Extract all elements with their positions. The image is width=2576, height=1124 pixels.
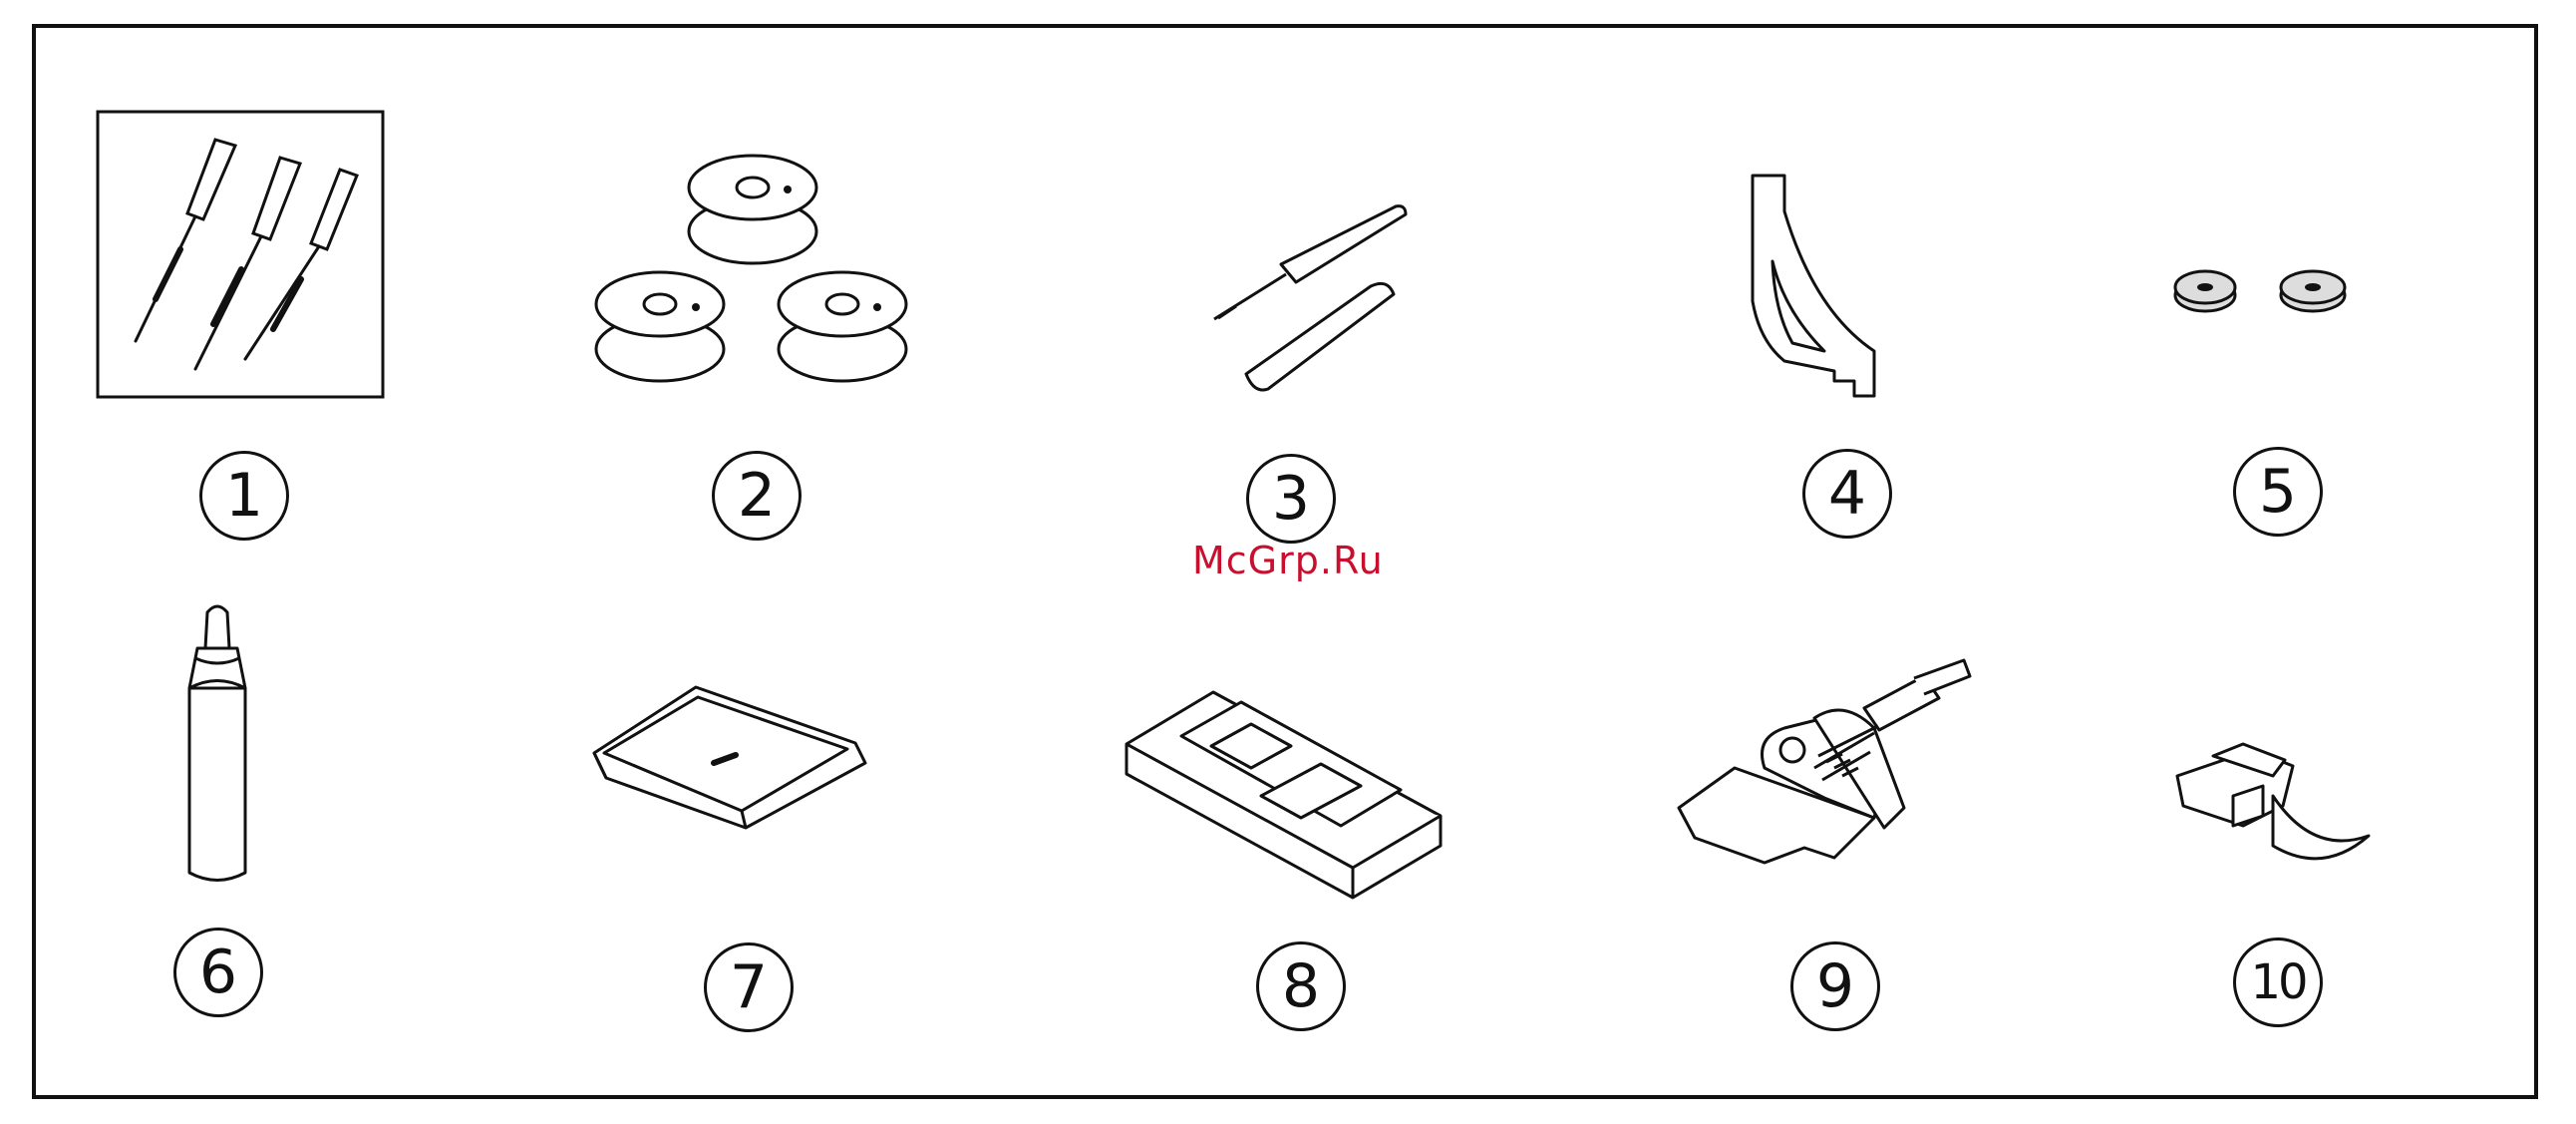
needles-item (96, 110, 385, 399)
buttonhole-foot-item (1122, 686, 1450, 906)
seam-ripper-icon (1196, 194, 1426, 394)
item-number-1: 1 (199, 451, 289, 541)
spool-felts-icon (2173, 261, 2353, 321)
walking-foot-item (1675, 658, 1974, 898)
item-number-7: 7 (704, 942, 794, 1032)
buttonhole-foot-icon (1122, 686, 1450, 906)
item-number-3: 3 (1246, 454, 1336, 544)
item-number-9: 9 (1790, 941, 1880, 1031)
buttonhole-plate-item (586, 683, 875, 833)
item-number-4: 4 (1802, 449, 1892, 539)
item-number-8: 8 (1256, 941, 1346, 1031)
item-number-2: 2 (712, 451, 802, 541)
walking-foot-icon (1675, 658, 1974, 898)
seam-ripper-item (1196, 194, 1426, 394)
item-number-10: 10 (2233, 937, 2323, 1027)
bobbins-icon (598, 150, 907, 399)
zipper-foot-item (2173, 736, 2373, 876)
oil-bottle-item (177, 598, 257, 888)
zipper-foot-icon (2173, 736, 2373, 876)
seam-guide-item (1745, 172, 1884, 401)
watermark: McGrp.Ru (1192, 539, 1384, 582)
oil-bottle-icon (177, 598, 257, 888)
item-number-6: 6 (173, 928, 263, 1017)
seam-guide-icon (1745, 172, 1884, 401)
needles-icon (96, 110, 385, 399)
buttonhole-plate-icon (586, 683, 875, 833)
bobbins-item (598, 150, 907, 399)
item-number-5: 5 (2233, 447, 2323, 537)
spool-felts-item (2173, 261, 2353, 321)
